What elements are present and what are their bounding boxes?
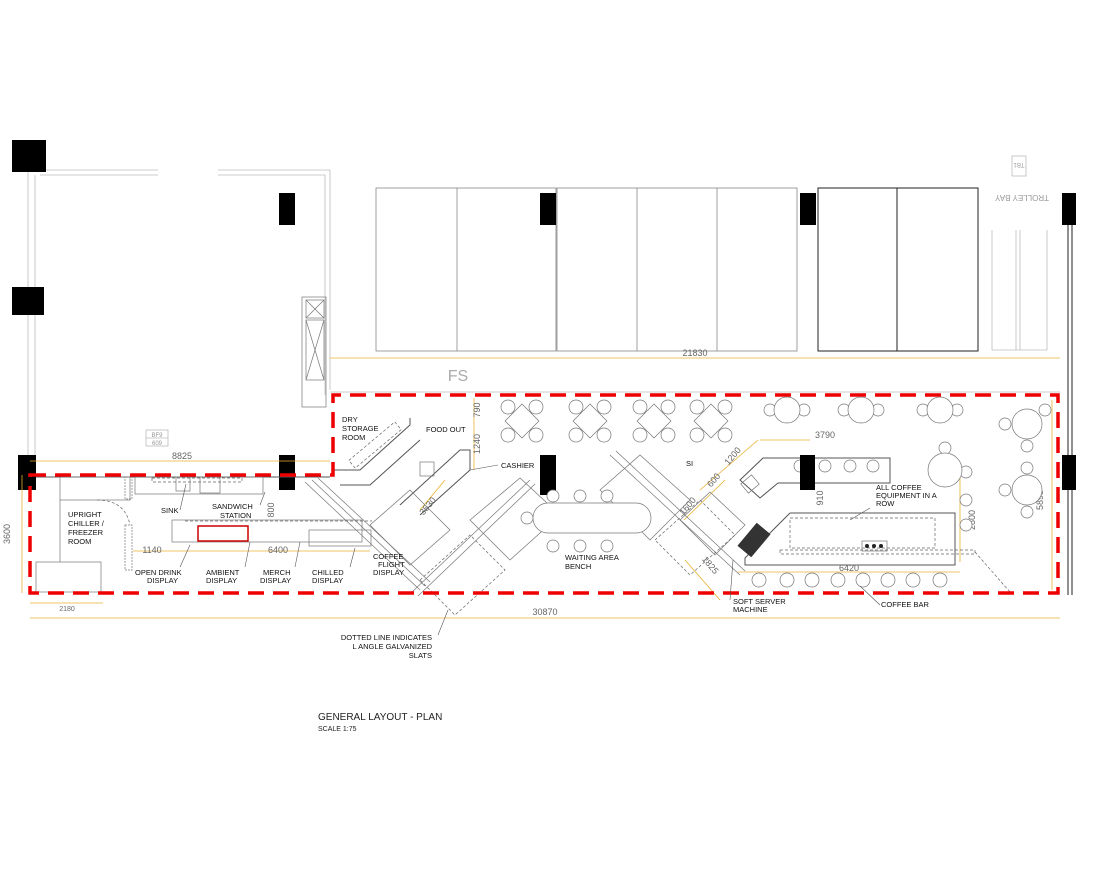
dim-6420: 6420 [839,563,859,573]
label-chiller-2: CHILLER / [68,519,105,528]
label-coffee-flight-1: COFFEE [373,552,403,561]
label-coffee-equipment-1: ALL COFFEE [876,483,922,492]
label-open-drink-2: DISPLAY [147,576,178,585]
room-labels: DRY STORAGE ROOM FOOD OUT CASHIER UPRIGH… [68,415,937,660]
dim-3530: 3530 [417,495,438,517]
dim-6400: 6400 [268,545,288,555]
dim-1240: 1240 [472,434,482,454]
tag-bottom: 609 [152,441,163,447]
label-chiller-1: UPRIGHT [68,510,102,519]
drawing-title: GENERAL LAYOUT - PLAN [318,712,442,723]
label-sink-2: SI [686,459,693,468]
label-cashier: CASHIER [501,461,535,470]
square-table [504,403,729,439]
dim-2180: 2180 [59,606,75,613]
label-soft-server-2: MACHINE [733,605,768,614]
label-coffee-bar: COFFEE BAR [881,600,930,609]
dimension-lines [21,357,1060,619]
label-merch-2: DISPLAY [260,576,291,585]
label-sandwich-1: SANDWICH [212,502,253,511]
label-sandwich-2: STATION [220,511,251,520]
label-sink: SINK [161,506,179,515]
waiting-bench [532,502,652,534]
slats-note-2: L ANGLE GALVANIZED [353,642,433,651]
building-walls [27,169,1073,595]
label-coffee-flight-2: FLIGHT [378,560,405,569]
dim-600: 600 [705,471,722,489]
trolley-tag: TB1 [1013,161,1025,167]
tag-top: BF9 [151,433,163,439]
parking-bays [375,187,979,352]
zone-marker: FS [448,368,468,385]
label-ambient-2: DISPLAY [206,576,237,585]
label-coffee-equipment-2: EQUIPMENT IN A [876,491,937,500]
label-open-drink-1: OPEN DRINK [135,568,182,577]
dim-1825: 1825 [700,554,721,576]
label-coffee-flight-3: DISPLAY [373,568,404,577]
dim-8825: 8825 [172,451,192,461]
chairs [500,399,1052,588]
dim-910: 910 [815,490,825,505]
slats-note-3: SLATS [409,651,432,660]
label-ambient-1: AMBIENT [206,568,240,577]
dim-790: 790 [472,402,482,417]
label-coffee-equipment-3: ROW [876,499,895,508]
label-dry-storage-2: STORAGE [342,424,379,433]
round-table [773,396,1043,506]
dim-3600: 3600 [2,524,12,544]
label-soft-server-1: SOFT SERVER [733,597,786,606]
label-dry-storage-1: DRY [342,415,358,424]
dim-5895: 5895 [1035,490,1045,510]
equipment-tag: BF9 609 [145,429,169,447]
dim-800: 800 [266,502,276,517]
structural-columns [12,140,1076,495]
dim-1140: 1140 [142,545,161,555]
label-waiting-1: WAITING AREA [565,553,619,562]
tenancy-boundary [28,393,1060,595]
trolley-bay: TB1 TROLLEY BAY [994,155,1049,202]
label-dry-storage-3: ROOM [342,433,365,442]
back-of-house [35,418,471,593]
dining-furniture [500,396,1052,588]
label-chilled-1: CHILLED [312,568,344,577]
diagonal-displays [304,450,746,616]
label-chiller-4: ROOM [68,537,91,546]
label-waiting-2: BENCH [565,562,591,571]
dim-2800: 2800 [967,510,977,530]
trolley-bay-label: TROLLEY BAY [994,193,1049,202]
label-food-out: FOOD OUT [426,425,466,434]
slats-note-1: DOTTED LINE INDICATES [341,633,432,642]
coffee-bar-counter [737,455,1011,593]
label-chiller-3: FREEZER [68,528,104,537]
label-merch-1: MERCH [263,568,291,577]
drawing-scale: SCALE 1:75 [318,726,357,733]
dim-30870: 30870 [532,607,557,617]
dim-3790: 3790 [815,430,835,440]
leader-lines [179,464,881,636]
label-chilled-2: DISPLAY [312,576,343,585]
dim-21830: 21830 [682,348,707,358]
